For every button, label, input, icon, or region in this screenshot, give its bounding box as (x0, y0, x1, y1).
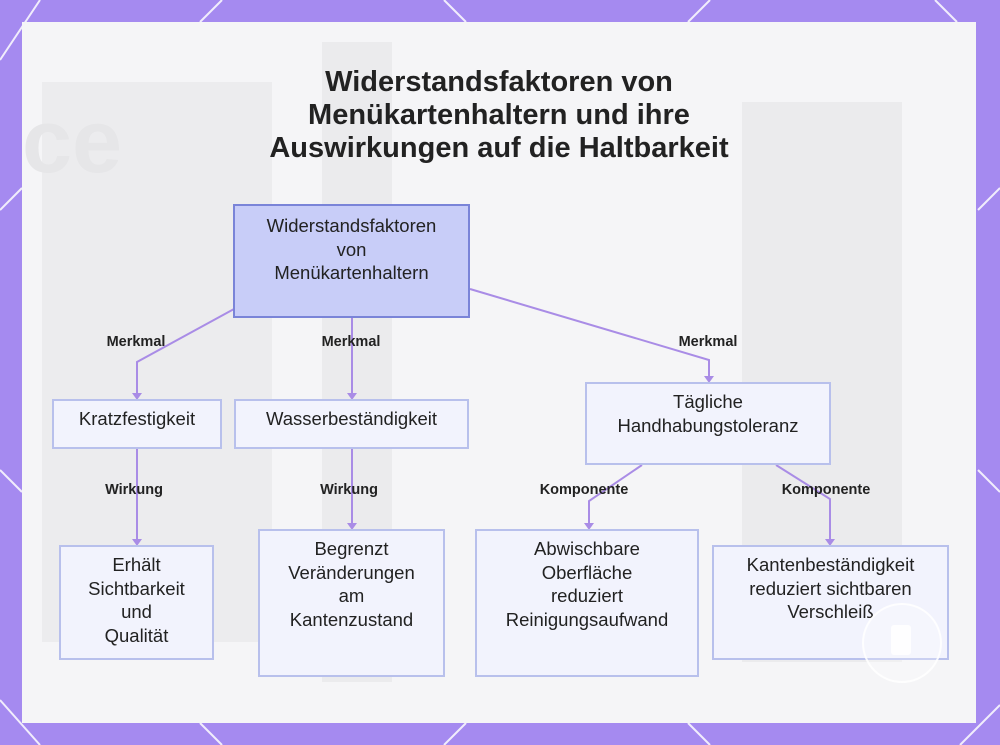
node-kratzfestigkeit: Kratzfestigkeit (52, 399, 222, 449)
node-erhaelt-sichtbarkeit: Erhält Sichtbarkeit und Qualität (59, 545, 214, 660)
edge-label-merkmal: Merkmal (106, 334, 166, 350)
svg-text:ce: ce (22, 92, 122, 192)
node-wasserbestaendigkeit: Wasserbeständigkeit (234, 399, 469, 449)
arrowhead (347, 523, 357, 530)
edge-label-merkmal: Merkmal (321, 334, 381, 350)
edge-label-wirkung: Wirkung (105, 482, 163, 498)
arrowhead (584, 523, 594, 530)
arrowhead (132, 393, 142, 400)
edge-label-wirkung: Wirkung (320, 482, 378, 498)
device-icon (891, 625, 911, 655)
connector-taeglich-kanten (775, 464, 831, 544)
diagram-card: ce Widerstandsfaktoren von Menükartenhal… (22, 22, 976, 723)
diagram-title: Widerstandsfaktoren von Menükartenhalter… (269, 66, 729, 164)
edge-label-komponente: Komponente (539, 482, 629, 498)
node-widerstandsfaktoren: Widerstandsfaktoren von Menükartenhalter… (233, 204, 470, 318)
arrowhead (347, 393, 357, 400)
edge-label-merkmal: Merkmal (678, 334, 738, 350)
arrowhead (132, 539, 142, 546)
arrowhead (704, 376, 714, 383)
arrowhead (825, 539, 835, 546)
watermark-badge-icon (862, 603, 942, 683)
edge-label-komponente: Komponente (781, 482, 871, 498)
node-abwischbare-oberflaeche: Abwischbare Oberfläche reduziert Reinigu… (475, 529, 699, 677)
connectors (132, 288, 835, 546)
connector-root-taeglich (469, 288, 710, 381)
node-taegliche-handhabungstoleranz: Tägliche Handhabungstoleranz (585, 382, 831, 465)
node-begrenzt-veraenderungen: Begrenzt Veränderungen am Kantenzustand (258, 529, 445, 677)
connector-taeglich-abwisch (588, 464, 643, 528)
connector-root-kratz (136, 308, 235, 398)
